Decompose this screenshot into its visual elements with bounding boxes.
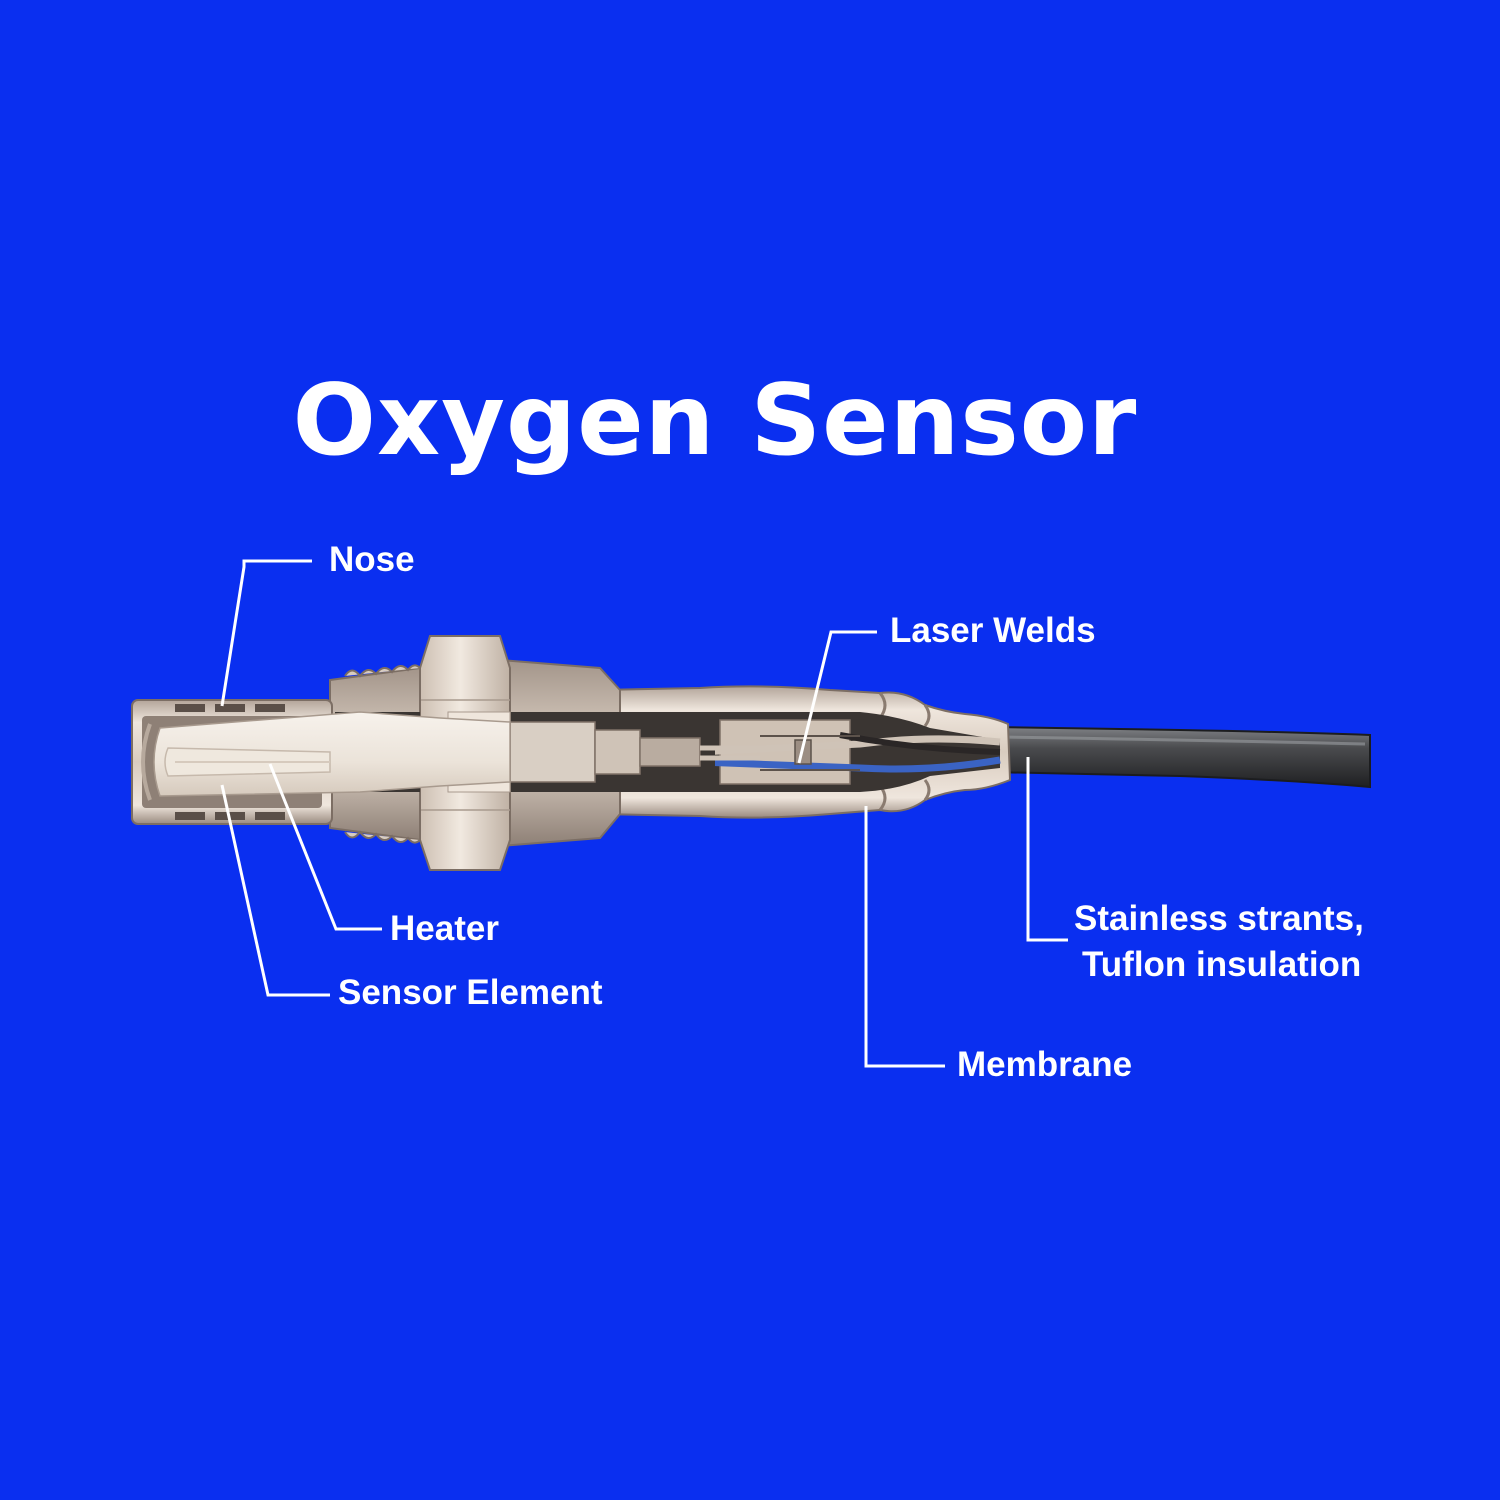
nose-leader bbox=[220, 559, 312, 707]
stainless-strands-line1: Stainless strants, bbox=[1074, 899, 1364, 938]
stainless-strands-leader bbox=[1026, 757, 1068, 942]
sensor-element-leader bbox=[220, 784, 330, 997]
stainless-strands-label: Stainless strants, Tuflon insulation bbox=[1074, 896, 1364, 988]
leader-lines bbox=[220, 559, 1068, 1068]
cable bbox=[989, 725, 1371, 789]
nose-label: Nose bbox=[329, 540, 415, 579]
heater-leader bbox=[268, 763, 382, 931]
stainless-strands-line2: Tuflon insulation bbox=[1082, 945, 1362, 985]
membrane-label: Membrane bbox=[957, 1045, 1133, 1084]
sensor-element bbox=[141, 711, 511, 801]
sensor-body bbox=[499, 658, 760, 848]
membrane-leader bbox=[864, 806, 945, 1068]
laser-welds-label: Laser Welds bbox=[890, 611, 1096, 650]
heater-label: Heater bbox=[390, 909, 499, 948]
sensor-element-label: Sensor Element bbox=[338, 973, 603, 1012]
page-title: Oxygen Sensor bbox=[292, 364, 1138, 478]
laser-welds-leader bbox=[797, 630, 877, 764]
